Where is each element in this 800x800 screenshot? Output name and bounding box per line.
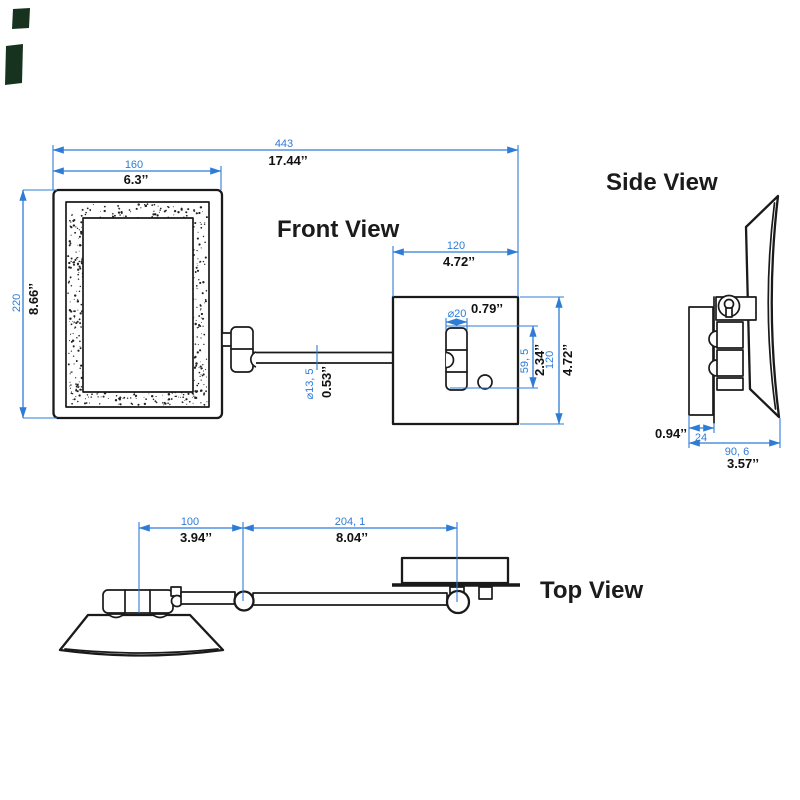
- outer-arm-mm-label: 204, 1: [335, 516, 366, 528]
- outer-arm-in-label: 8.04’’: [336, 530, 368, 545]
- side-pivot-stem: [725, 307, 733, 318]
- top-wall-plate: [400, 556, 510, 585]
- top-hinge-body: [102, 589, 174, 614]
- side-stack-row-2: [716, 349, 744, 377]
- inner-arm-in-label: 3.94’’: [180, 530, 212, 545]
- hinge-span-mm-label: 59, 5: [519, 349, 531, 373]
- arm-diameter-in-label: 0.53’’: [319, 366, 334, 398]
- front-view-title: Front View: [277, 216, 400, 243]
- top-arm-outer: [252, 592, 448, 606]
- mirror-height-in-label: 8.66’’: [26, 283, 41, 315]
- side-mirror-surface-line: [767, 202, 777, 410]
- plate-height-mm-label: 120: [544, 351, 556, 369]
- plate-hinge-notch: [445, 351, 455, 369]
- arm-diameter-mm-label: ⌀13, 5: [304, 368, 316, 399]
- top-mirror-rim-line: [64, 648, 219, 654]
- plate-depth-in-label: 0.94’’: [655, 426, 687, 441]
- front-view: Front View 443 17.44’’ 160 6.3’’: [11, 138, 575, 426]
- mirror-hinge-notch: [250, 351, 257, 368]
- plate-width-in-label: 4.72’’: [443, 254, 475, 269]
- mirror-glass: [82, 217, 194, 393]
- hinge-diameter-in-label: 0.79’’: [471, 301, 503, 316]
- top-hinge-connector: [170, 586, 182, 597]
- inner-arm-mm-label: 100: [181, 516, 199, 528]
- hinge-span-in-label: 2.34’’: [532, 344, 547, 376]
- top-hinge-foot-right: [151, 613, 169, 619]
- plate-height-in-label: 4.72’’: [560, 344, 575, 376]
- top-view: Top View 100 3.94’’ 204, 1 8.04’’: [58, 516, 643, 657]
- plate-depth-mm-label: 24: [695, 432, 707, 444]
- top-mirror-body: [58, 613, 225, 657]
- corner-mark-1: [12, 8, 30, 29]
- top-wall-joint: [445, 589, 471, 615]
- mirror-hinge-stub: [221, 332, 233, 347]
- overall-width-mm-label: 443: [275, 138, 293, 150]
- side-view: Side View 0.94’’ 24 90, 6 3.57’’: [606, 169, 781, 471]
- top-elbow-joint: [233, 590, 255, 612]
- hinge-diameter-mm-label: ⌀20: [448, 308, 467, 320]
- mirror-width-mm-label: 160: [125, 159, 143, 171]
- side-stack-row-1: [716, 321, 744, 349]
- plate-screw-hole: [477, 374, 493, 390]
- top-hinge-foot-left: [107, 613, 125, 619]
- top-plate-tab: [478, 586, 493, 600]
- corner-marks: [5, 8, 30, 85]
- side-view-title: Side View: [606, 169, 718, 196]
- mirror-width-in-label: 6.3’’: [124, 172, 149, 187]
- corner-mark-2: [5, 44, 23, 85]
- top-view-title: Top View: [540, 577, 643, 604]
- plate-width-mm-label: 120: [447, 240, 465, 252]
- folded-depth-in-label: 3.57’’: [727, 456, 759, 471]
- mirror-height-mm-label: 220: [11, 294, 23, 312]
- side-wall-plate: [688, 306, 714, 416]
- overall-width-in-label: 17.44’’: [268, 153, 307, 168]
- folded-depth-mm-label: 90, 6: [725, 446, 749, 458]
- top-arm-inner: [180, 591, 236, 605]
- side-stack-row-3: [716, 377, 744, 391]
